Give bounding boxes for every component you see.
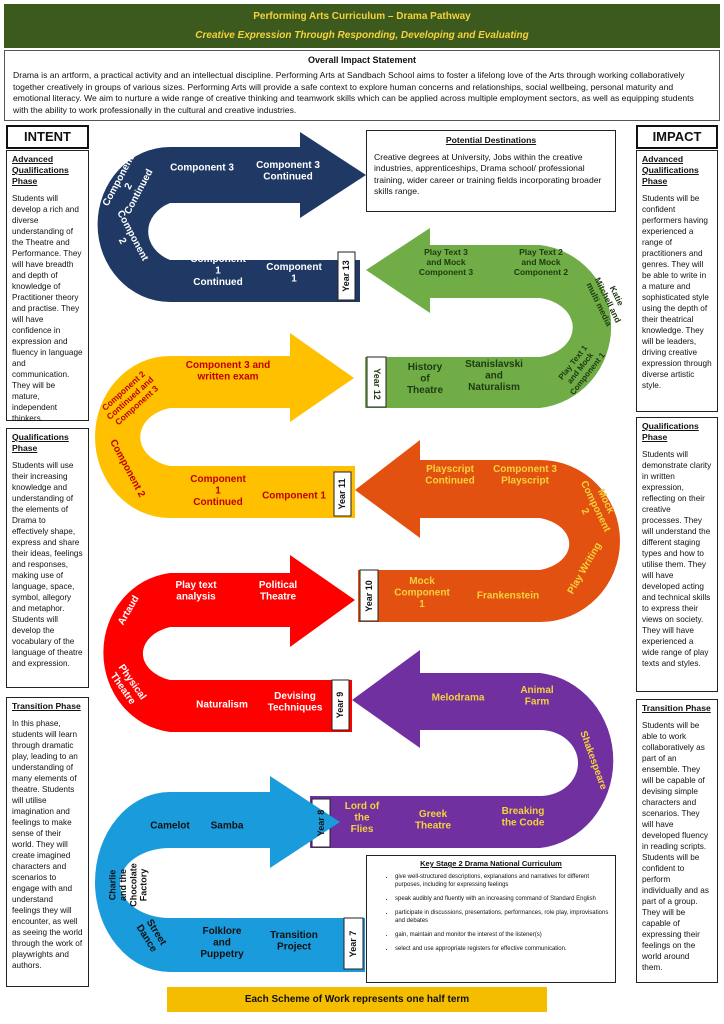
year10-unit-label: Frankenstein bbox=[477, 591, 539, 602]
intent-qualifications-text: Students will use their increasing knowl… bbox=[12, 461, 83, 668]
impact-label: IMPACT bbox=[636, 125, 718, 149]
year13-year-label: Year 13 bbox=[341, 260, 351, 292]
year11-unit-label: Component 1 bbox=[262, 491, 326, 502]
potential-destinations: Potential Destinations Creative degrees … bbox=[366, 130, 616, 212]
intent-qualifications-title: Qualifications Phase bbox=[12, 432, 69, 453]
year8-unit-label: Melodrama bbox=[432, 693, 485, 704]
ks2-list: give well-structured descriptions, expla… bbox=[373, 873, 609, 953]
impact-qualifications-panel: Qualifications Phase Students will demon… bbox=[636, 417, 718, 692]
year10-year-label: Year 10 bbox=[364, 580, 374, 612]
ks2-item: gain, maintain and monitor the interest … bbox=[395, 931, 609, 939]
impact-statement-text: Drama is an artform, a practical activit… bbox=[13, 70, 694, 115]
intent-transition-title: Transition Phase bbox=[12, 701, 81, 711]
ks2-item: give well-structured descriptions, expla… bbox=[395, 873, 609, 889]
impact-advanced-text: Students will be confident performers ha… bbox=[642, 194, 712, 390]
impact-qualifications-title: Qualifications Phase bbox=[642, 421, 699, 442]
year12-road bbox=[365, 228, 612, 408]
impact-statement-title: Overall Impact Statement bbox=[307, 55, 417, 65]
year7-badge bbox=[343, 917, 364, 970]
year13-road bbox=[97, 132, 366, 302]
intent-advanced-title: Advanced Qualifications Phase bbox=[12, 154, 69, 186]
impact-transition-panel: Transition Phase Students will be able t… bbox=[636, 699, 718, 983]
impact-qualifications-text: Students will demonstrate clarity in wri… bbox=[642, 450, 712, 668]
destinations-title: Potential Destinations bbox=[445, 135, 537, 145]
year12-unit-label: Year 12 bbox=[372, 368, 382, 400]
intent-label: INTENT bbox=[6, 125, 89, 149]
year8-road bbox=[310, 650, 614, 848]
year7-unit-label: Camelot bbox=[150, 821, 190, 832]
intent-transition-panel: Transition Phase In this phase, students… bbox=[6, 697, 89, 987]
ks2-item: participate in discussions, presentation… bbox=[395, 909, 609, 925]
year11-road bbox=[95, 333, 355, 518]
year13-unit-label: Component 3 bbox=[170, 163, 234, 174]
ks2-title: Key Stage 2 Drama National Curriculum bbox=[420, 859, 562, 868]
year7-unit-label: Charlieand theChocolateFactory bbox=[108, 863, 149, 907]
year10-badge bbox=[359, 569, 379, 622]
impact-transition-title: Transition Phase bbox=[642, 703, 711, 713]
footer-note: Each Scheme of Work represents one half … bbox=[167, 987, 547, 1012]
year7-year-label: Year 7 bbox=[348, 931, 358, 958]
intent-qualifications-panel: Qualifications Phase Students will use t… bbox=[6, 428, 89, 688]
intent-advanced-panel: Advanced Qualifications Phase Students w… bbox=[6, 150, 89, 423]
year7-road bbox=[95, 776, 365, 972]
ks2-item: select and use appropriate registers for… bbox=[395, 945, 609, 953]
page-subtitle: Creative Expression Through Responding, … bbox=[195, 30, 529, 41]
year9-badge bbox=[331, 679, 350, 731]
year9-unit-label: Naturalism bbox=[196, 700, 248, 711]
year7-unit-label: Samba bbox=[211, 821, 244, 832]
impact-transition-text: Students will be able to work collaborat… bbox=[642, 721, 709, 972]
year8-year-label: Year 8 bbox=[316, 810, 326, 837]
year9-year-label: Year 9 bbox=[335, 692, 345, 719]
ks2-curriculum-box: Key Stage 2 Drama National Curriculum gi… bbox=[366, 855, 616, 983]
year12-badge bbox=[366, 356, 387, 408]
intent-transition-text: In this phase, students will learn throu… bbox=[12, 719, 83, 970]
impact-advanced-panel: Advanced Qualifications Phase Students w… bbox=[636, 150, 718, 412]
year10-road bbox=[355, 440, 620, 622]
page-title: Performing Arts Curriculum – Drama Pathw… bbox=[253, 11, 471, 22]
year9-road bbox=[103, 555, 355, 732]
page-header: Performing Arts Curriculum – Drama Pathw… bbox=[4, 4, 720, 48]
year11-year-label: Year 11 bbox=[337, 478, 347, 509]
ks2-item: speak audibly and fluently with an incre… bbox=[395, 895, 609, 903]
impact-advanced-title: Advanced Qualifications Phase bbox=[642, 154, 699, 186]
destinations-text: Creative degrees at University, Jobs wit… bbox=[374, 151, 602, 197]
intent-advanced-text: Students will develop a rich and diverse… bbox=[12, 194, 83, 423]
overall-impact-statement: Overall Impact Statement Drama is an art… bbox=[4, 50, 720, 121]
year13-badge bbox=[337, 251, 356, 301]
year11-badge bbox=[333, 471, 352, 517]
